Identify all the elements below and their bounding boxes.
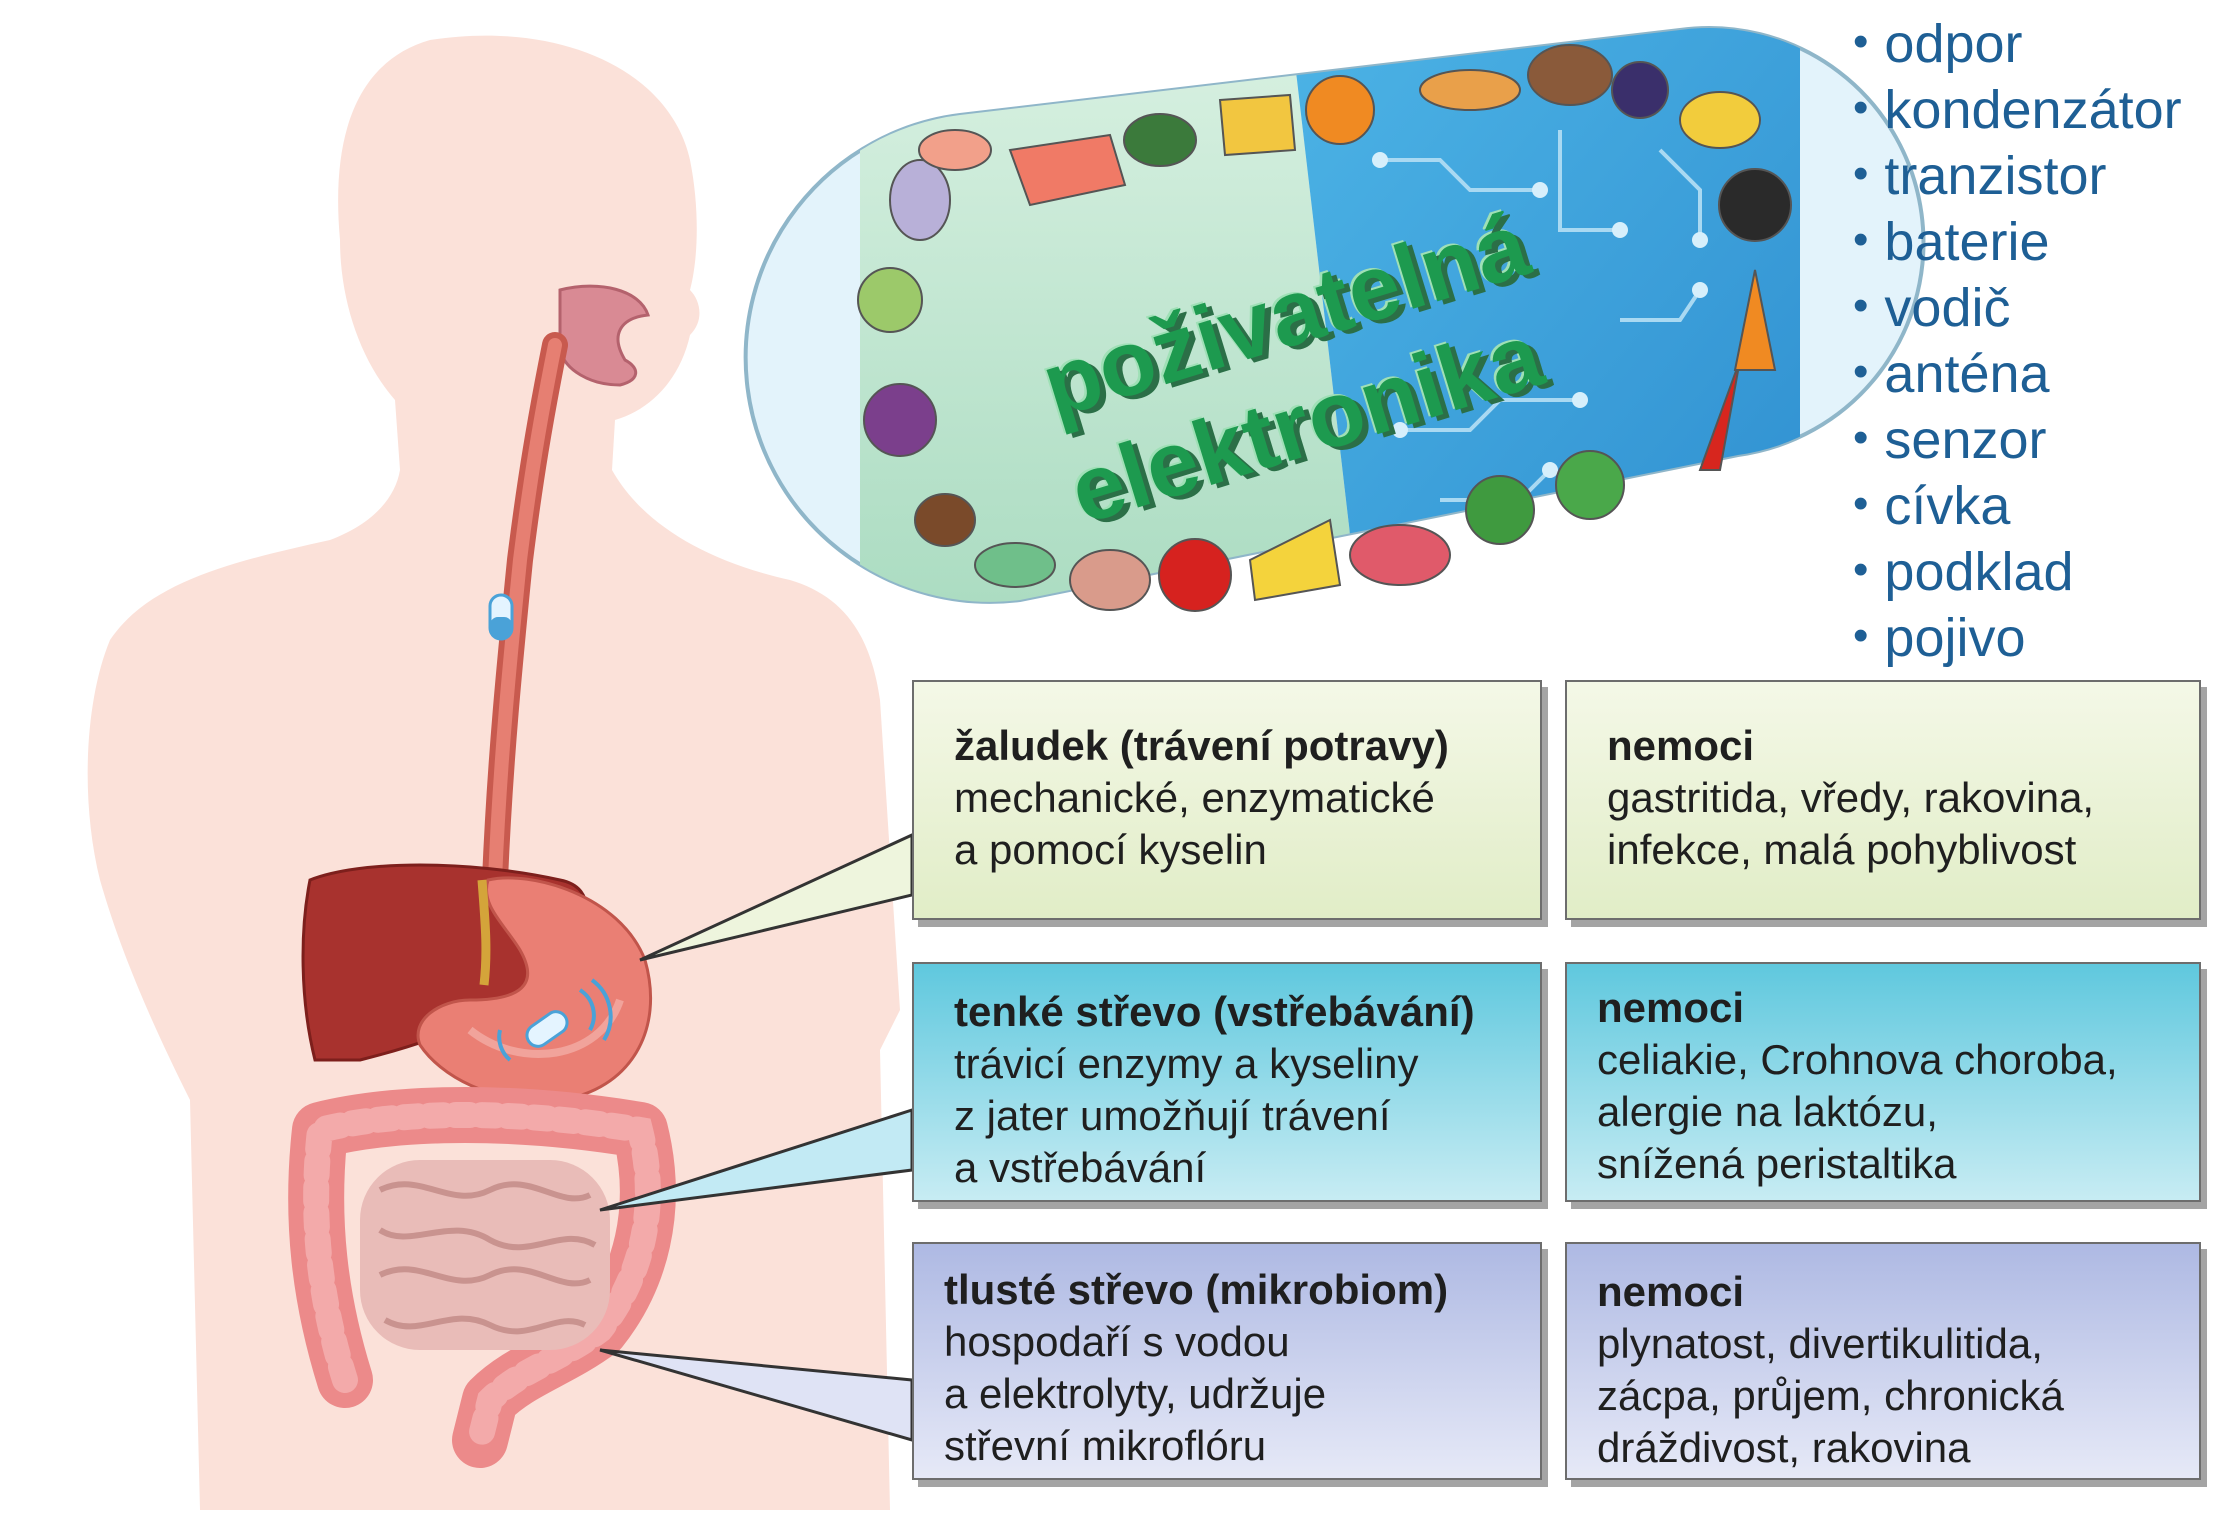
stomach-function-box: žaludek (trávení potravy) mechanické, en… [912, 680, 1542, 920]
small-intestine-text-line: trávicí enzymy a kyseliny [954, 1040, 1419, 1087]
capsule-icon [488, 593, 514, 641]
small-intestine-text-line: z jater umožňují trávení [954, 1092, 1391, 1139]
stomach-text-line: a pomocí kyselin [954, 826, 1267, 873]
capsule-signal-icon [497, 978, 613, 1062]
stomach-disease-line: gastritida, vředy, rakovina, [1607, 774, 2095, 821]
stomach-text-line: mechanické, enzymatické [954, 774, 1435, 821]
list-item: baterie [1853, 208, 2182, 274]
large-intestine-disease-line: dráždivost, rakovina [1597, 1424, 1971, 1471]
small-intestine-disease-box: nemoci celiakie, Crohnova choroba, alerg… [1565, 962, 2201, 1202]
large-intestine-disease-heading: nemoci [1597, 1268, 1745, 1315]
large-intestine-disease-box: nemoci plynatost, divertikulitida, zácpa… [1565, 1242, 2201, 1480]
list-item: tranzistor [1853, 142, 2182, 208]
list-item: kondenzátor [1853, 76, 2181, 142]
list-item: senzor [1853, 406, 2182, 472]
stomach-disease-box: nemoci gastritida, vředy, rakovina, infe… [1565, 680, 2201, 920]
large-intestine-disease-line: plynatost, divertikulitida, [1597, 1320, 2043, 1367]
list-item: odpor [1853, 10, 2182, 76]
list-item: pojivo [1853, 604, 2182, 670]
component-list: odpor kondenzátor tranzistor baterie vod… [1853, 10, 2182, 670]
large-intestine-text-line: hospodaří s vodou [944, 1318, 1290, 1365]
list-item: vodič [1853, 274, 2182, 340]
small-intestine-disease-line: celiakie, Crohnova choroba, [1597, 1036, 2118, 1083]
list-item: anténa [1853, 340, 2182, 406]
large-intestine-text-line: střevní mikroflóru [944, 1422, 1267, 1469]
large-intestine-function-box: tlusté střevo (mikrobiom) hospodaří s vo… [912, 1242, 1542, 1480]
small-intestine-icon [360, 1160, 610, 1350]
stomach-disease-heading: nemoci [1607, 722, 1755, 769]
stomach-icon [416, 876, 653, 1103]
list-item: podklad [1853, 538, 2182, 604]
stomach-heading: žaludek (trávení potravy) [954, 722, 1449, 769]
large-intestine-heading: tlusté střevo (mikrobiom) [944, 1266, 1449, 1313]
small-intestine-text-line: a vstřebávání [954, 1144, 1207, 1191]
large-intestine-text-line: a elektrolyty, udržuje [944, 1370, 1327, 1417]
edible-electronics-capsule [743, 26, 1926, 612]
small-intestine-disease-line: snížená peristaltika [1597, 1140, 1957, 1187]
small-intestine-disease-heading: nemoci [1597, 984, 1745, 1031]
stomach-disease-line: infekce, malá pohyblivost [1607, 826, 2077, 873]
list-item: cívka [1853, 472, 2182, 538]
small-intestine-disease-line: alergie na laktózu, [1597, 1088, 1938, 1135]
mouth-icon [558, 284, 650, 387]
large-intestine-disease-line: zácpa, průjem, chronická [1597, 1372, 2064, 1419]
small-intestine-heading: tenké střevo (vstřebávání) [954, 988, 1475, 1035]
small-intestine-function-box: tenké střevo (vstřebávání) trávicí enzym… [912, 962, 1542, 1202]
